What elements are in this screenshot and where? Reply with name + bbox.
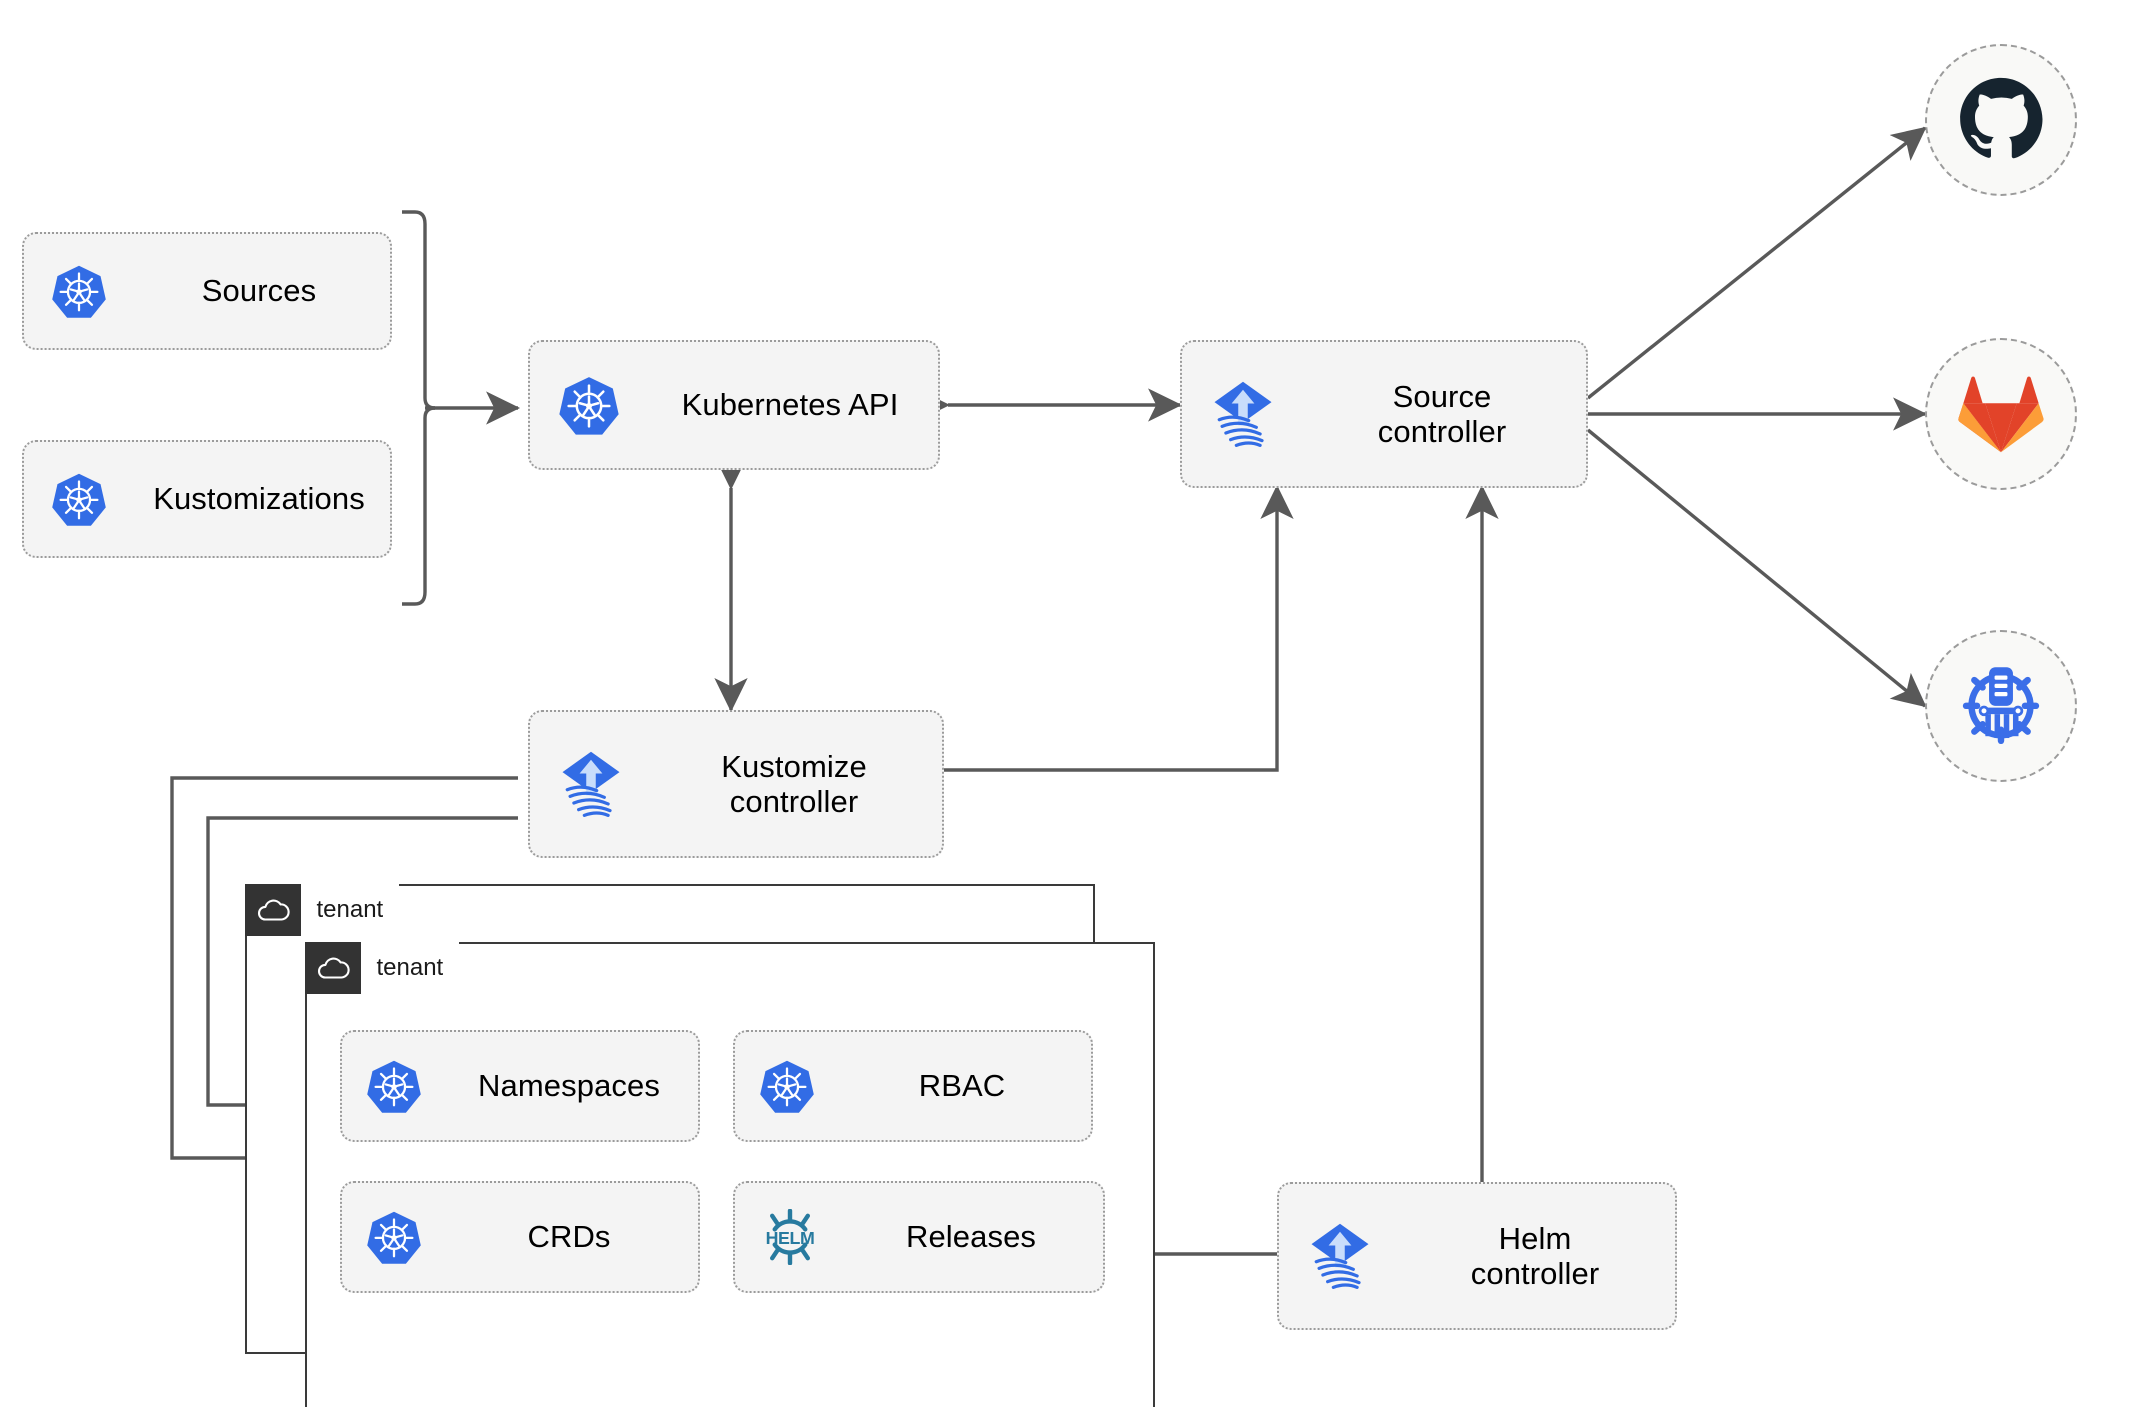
github-icon xyxy=(1958,75,2044,166)
provider-gitlab[interactable] xyxy=(1925,338,2077,490)
kubernetes-icon xyxy=(24,263,134,319)
flux-icon xyxy=(1279,1218,1401,1294)
node-kubernetes-api[interactable]: Kubernetes API xyxy=(528,340,940,470)
node-label-sources: Sources xyxy=(201,273,317,309)
node-label-helm-controller: Helm controller xyxy=(1470,1220,1600,1291)
chart-registry-icon xyxy=(1955,658,2047,755)
node-sources[interactable]: Sources xyxy=(22,232,392,350)
tenant-container-front[interactable]: tenant xyxy=(304,941,1155,1407)
tenant-label-front: tenant xyxy=(376,953,444,981)
node-source-controller[interactable]: Source controller xyxy=(1180,340,1588,488)
node-namespaces[interactable]: Namespaces xyxy=(340,1030,700,1142)
node-label-rbac: RBAC xyxy=(918,1068,1006,1104)
kubernetes-icon xyxy=(342,1209,446,1265)
svg-text:HELM: HELM xyxy=(766,1228,815,1248)
kubernetes-icon xyxy=(530,374,648,436)
edge-source-to-github xyxy=(1586,126,1927,400)
node-label-source-controller: Source controller xyxy=(1377,378,1507,449)
flux-icon xyxy=(530,746,652,822)
cloud-icon xyxy=(304,941,361,994)
gitlab-icon xyxy=(1957,370,2045,459)
node-kustomizations[interactable]: Kustomizations xyxy=(22,440,392,558)
edge-source-to-registry xyxy=(1586,428,1927,708)
provider-chart-registry[interactable] xyxy=(1925,630,2077,782)
node-kustomize-controller[interactable]: Kustomize controller xyxy=(528,710,944,858)
kubernetes-icon xyxy=(24,471,134,527)
node-label-kustomize-controller: Kustomize controller xyxy=(721,748,867,819)
node-label-kubernetes-api: Kubernetes API xyxy=(681,387,899,423)
node-rbac[interactable]: RBAC xyxy=(733,1030,1093,1142)
node-label-crds: CRDs xyxy=(527,1219,611,1255)
cloud-icon xyxy=(244,883,301,936)
kubernetes-icon xyxy=(342,1058,446,1114)
node-releases[interactable]: HELM Releases xyxy=(733,1181,1105,1293)
node-helm-controller[interactable]: Helm controller xyxy=(1277,1182,1677,1330)
node-label-namespaces: Namespaces xyxy=(478,1068,660,1104)
tenant-tab-front: tenant xyxy=(304,941,460,994)
tenant-label-back: tenant xyxy=(316,895,384,923)
resource-group-bracket xyxy=(402,210,436,606)
node-label-releases: Releases xyxy=(905,1219,1037,1255)
node-crds[interactable]: CRDs xyxy=(340,1181,700,1293)
edge-kustomize-to-source xyxy=(944,484,1294,772)
tenant-tab-back: tenant xyxy=(244,883,400,936)
flux-icon xyxy=(1182,376,1304,452)
node-label-kustomizations: Kustomizations xyxy=(153,481,365,517)
kubernetes-icon xyxy=(735,1058,839,1114)
provider-github[interactable] xyxy=(1925,44,2077,196)
helm-icon: HELM xyxy=(735,1209,845,1265)
